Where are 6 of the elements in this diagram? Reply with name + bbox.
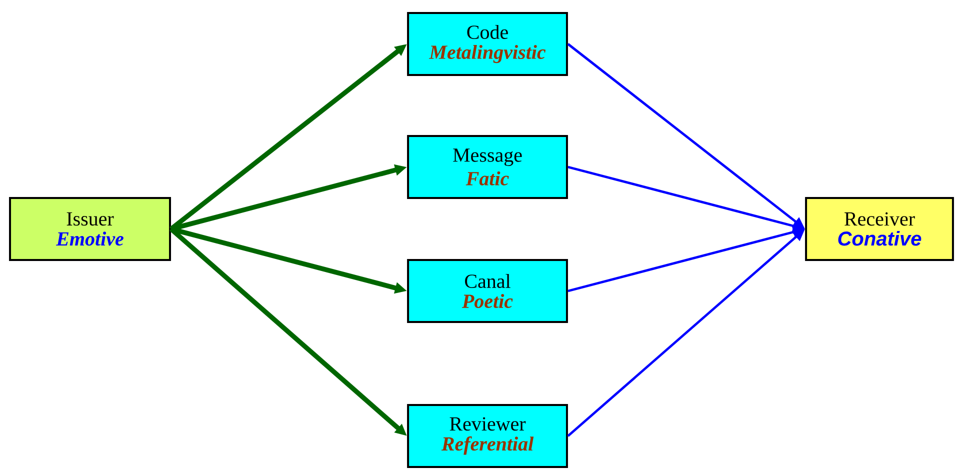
receiver-box: Receiver Conative bbox=[805, 197, 954, 261]
process-box: Code Metalingvistic bbox=[407, 12, 568, 76]
process-box: Message Fatic bbox=[407, 135, 568, 199]
process-box: Reviewer Referential bbox=[407, 404, 568, 468]
sender-box: Issuer Emotive bbox=[9, 197, 171, 261]
process-box: Canal Poetic bbox=[407, 259, 568, 323]
